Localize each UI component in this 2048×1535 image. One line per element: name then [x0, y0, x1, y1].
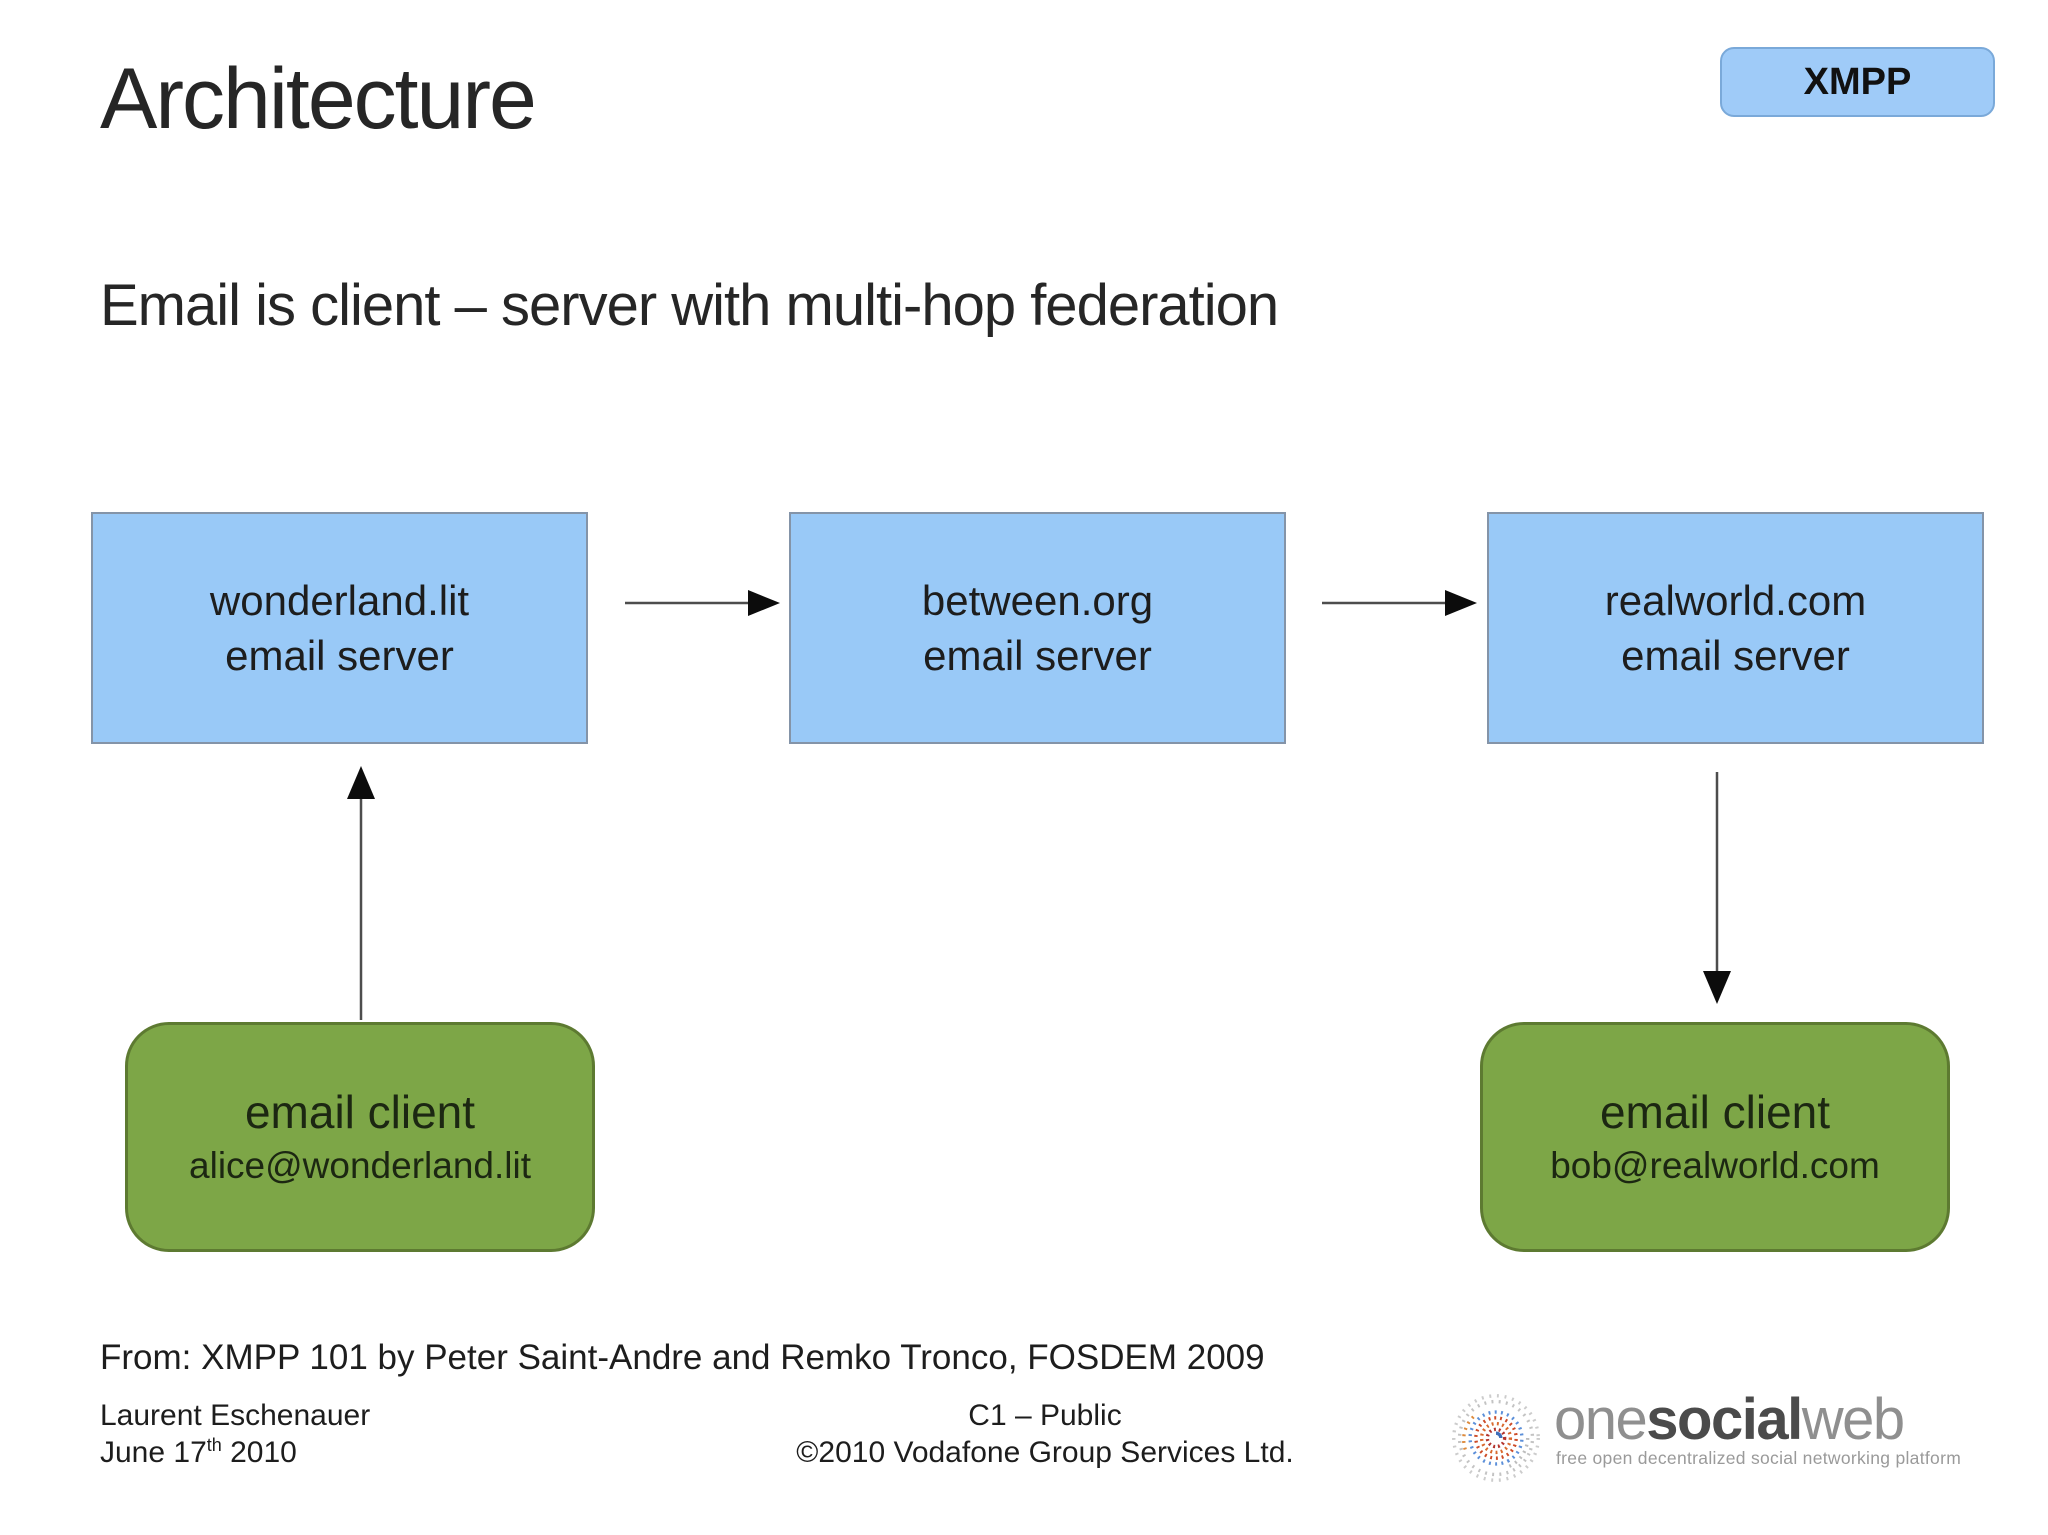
client-address: alice@wonderland.lit [189, 1144, 531, 1186]
classification: C1 – Public [968, 1399, 1122, 1432]
server-name: between.org [921, 576, 1154, 624]
xmpp-badge-label: XMPP [1803, 60, 1912, 103]
onesocialweb-logo: onesocialweb free open decentralized soc… [1448, 1386, 1968, 1496]
client-name: email client [1599, 1086, 1831, 1139]
server-name: wonderland.lit [209, 576, 470, 624]
server-role: email server [225, 632, 454, 679]
logo-wordmark: onesocialweb [1554, 1387, 1905, 1452]
source-credit: From: XMPP 101 by Peter Saint-Andre and … [100, 1338, 1265, 1377]
spiral-dots-icon [1452, 1394, 1540, 1482]
arrow-server3-to-client [1703, 772, 1731, 1004]
classification-copyright: C1 – Public ©2010 Vodafone Group Service… [745, 1398, 1345, 1471]
author-date: Laurent Eschenauer June 17th 2010 [100, 1398, 370, 1471]
server-box-between: between.org email server [789, 512, 1286, 744]
arrow-server1-to-server2 [625, 590, 780, 616]
server-box-realworld: realworld.com email server [1487, 512, 1984, 744]
date-line: June 17th 2010 [100, 1434, 297, 1469]
author-name: Laurent Eschenauer [100, 1399, 371, 1432]
server-box-wonderland: wonderland.lit email server [91, 512, 588, 744]
client-box-alice: email client alice@wonderland.lit [125, 1022, 595, 1252]
copyright: ©2010 Vodafone Group Services Ltd. [796, 1435, 1294, 1469]
server-role: email server [1621, 632, 1850, 679]
page-title: Architecture [100, 51, 537, 147]
arrow-server2-to-server3 [1322, 590, 1477, 616]
client-name: email client [244, 1086, 476, 1139]
server-name: realworld.com [1604, 576, 1867, 624]
logo-tagline: free open decentralized social networkin… [1556, 1448, 1962, 1468]
client-box-bob: email client bob@realworld.com [1480, 1022, 1950, 1252]
arrow-client-to-server1 [347, 766, 375, 1020]
xmpp-badge: XMPP [1720, 47, 1995, 117]
slide-subtitle: Email is client – server with multi-hop … [100, 273, 1279, 338]
client-address: bob@realworld.com [1550, 1144, 1880, 1186]
server-role: email server [923, 632, 1152, 679]
